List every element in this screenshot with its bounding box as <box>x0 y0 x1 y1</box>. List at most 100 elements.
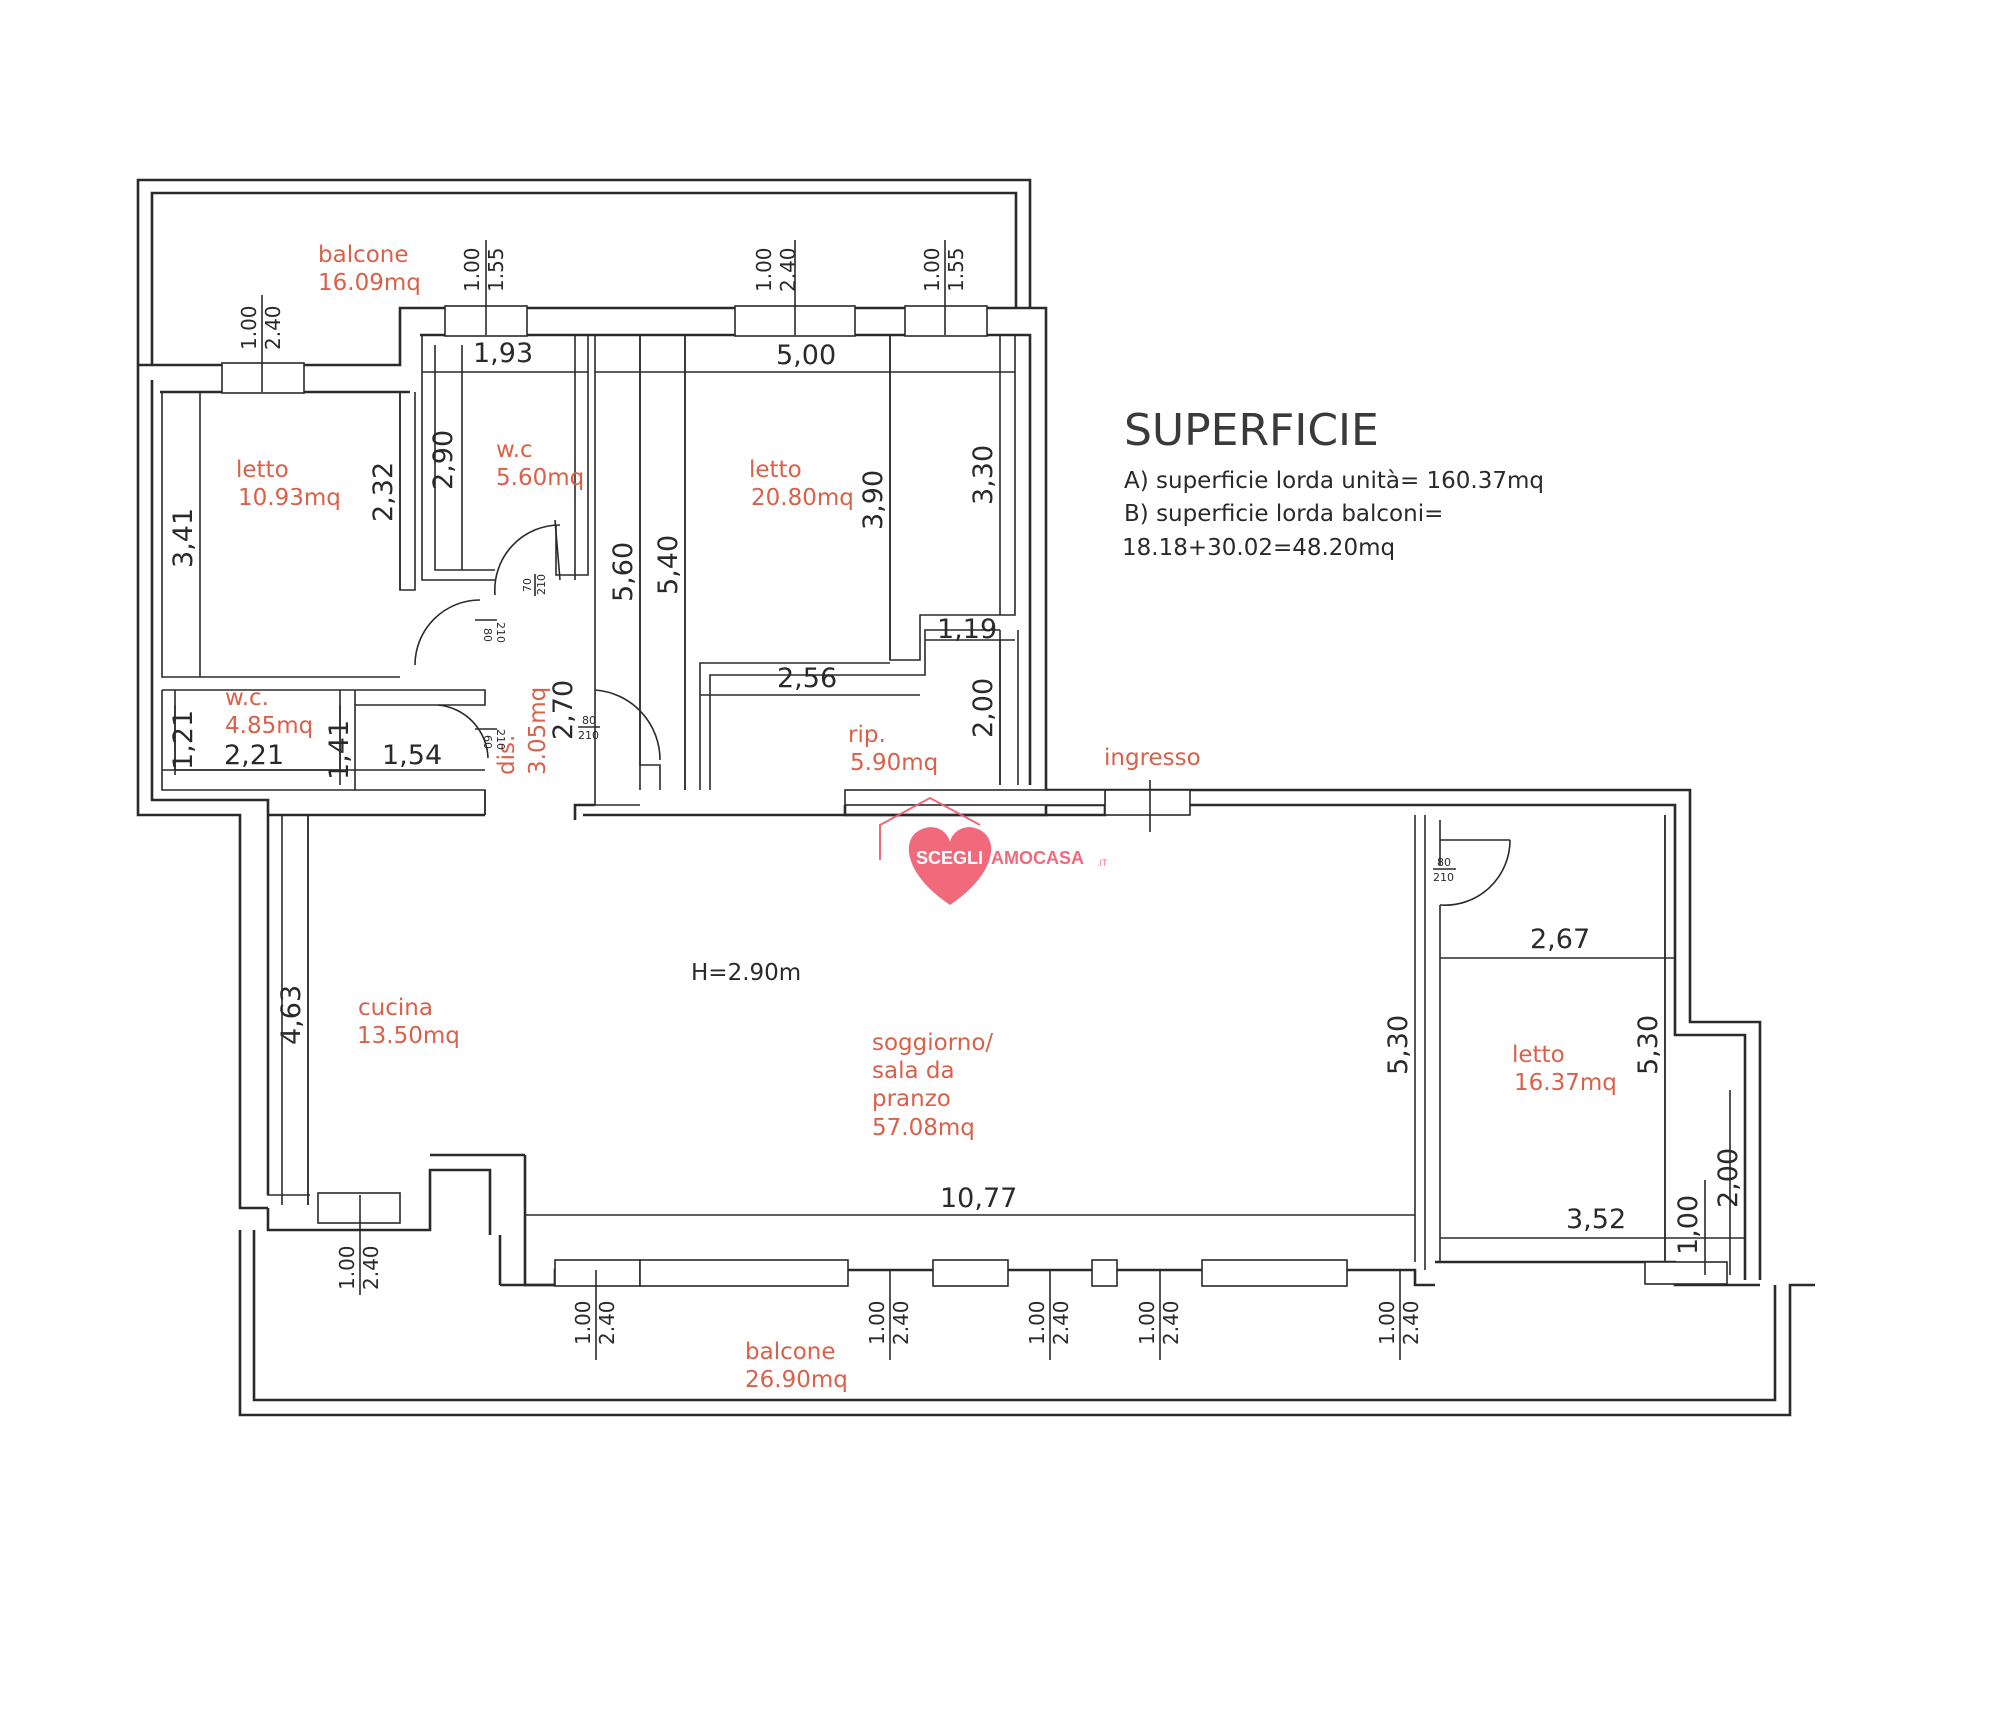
summary-line-b: B) superficie lorda balconi= <box>1124 501 1443 527</box>
balcone-north-area: 16.09mq <box>318 270 421 296</box>
logo-heart-icon <box>908 827 992 905</box>
window-labels: 1.00 1.55 1.00 2.40 1.00 1.55 1.00 2.40 … <box>237 247 1423 1345</box>
dim-2-70: 2,70 <box>548 680 579 740</box>
win9-height: 2.40 <box>1159 1300 1183 1345</box>
corridor-end <box>573 803 595 820</box>
win3-width: 1.00 <box>920 247 944 292</box>
dim-3-90: 3,90 <box>858 470 889 530</box>
door-swing-letto-master <box>594 689 661 761</box>
logo-text-part2: AMOCASA <box>991 848 1084 868</box>
rip-name: rip. <box>848 722 886 748</box>
dim-2-00-rip: 2,00 <box>968 678 999 738</box>
window-ticks <box>261 240 1401 1360</box>
window-letto-west <box>221 362 305 394</box>
rip-inner <box>709 629 1000 790</box>
balcony-north-inner-wall <box>150 191 1018 365</box>
window-living-4 <box>1091 1259 1118 1287</box>
window-living-2 <box>639 1259 849 1287</box>
dis-name: dis. <box>494 735 520 775</box>
logo-house-icon <box>879 796 981 860</box>
door-swing-wc <box>494 524 561 596</box>
summary-block: SUPERFICIE A) superficie lorda unità= 16… <box>1122 405 1544 561</box>
summary-line-a: A) superficie lorda unità= 160.37mq <box>1124 468 1544 494</box>
door-wc-width: 70 <box>521 578 534 592</box>
wc-north-west-wall <box>421 335 495 581</box>
east-outer-wall <box>1046 788 1762 1280</box>
west-outer-wall <box>136 365 268 1210</box>
dim-5-00: 5,00 <box>776 340 836 371</box>
ingresso-name: ingresso <box>1104 745 1201 771</box>
window-living-1 <box>554 1259 641 1287</box>
soggiorno-line3: pranzo <box>872 1086 951 1112</box>
win3-height: 1.55 <box>944 247 968 292</box>
dis-area: 3.05mq <box>525 687 551 775</box>
logo-text-part1: SCEGLI <box>916 848 983 868</box>
door-letto-west-width: 80 <box>481 628 494 642</box>
door-wc-west-height: 210 <box>494 729 507 750</box>
wc-north-area: 5.60mq <box>496 465 584 491</box>
balcony-south-outer <box>238 1230 1815 1417</box>
cucina-west-wall <box>267 815 310 1196</box>
balcony-south-inner <box>252 1230 1777 1402</box>
dim-2-67: 2,67 <box>1530 924 1590 955</box>
door-labels: 70 210 80 210 60 210 80 210 80 210 <box>475 574 1456 884</box>
door-master-width: 80 <box>582 714 596 727</box>
dim-3-30: 3,30 <box>968 445 999 505</box>
window-cucina <box>317 1192 401 1224</box>
walls <box>136 178 1815 1417</box>
wc-north-inner <box>434 345 495 571</box>
window-openings <box>221 305 1728 1287</box>
win6-height: 2.40 <box>595 1300 619 1345</box>
dim-5-60: 5,60 <box>608 542 639 602</box>
dim-1-41: 1,41 <box>324 720 355 780</box>
letto-west-inner <box>161 392 400 678</box>
win6-width: 1.00 <box>571 1300 595 1345</box>
dim-5-40: 5,40 <box>653 535 684 595</box>
win5-height: 2.40 <box>359 1245 383 1290</box>
living-south-step <box>523 1155 555 1287</box>
window-living-3 <box>932 1259 1009 1287</box>
dim-1-54: 1,54 <box>382 740 442 771</box>
balcone-north-name: balcone <box>318 242 409 268</box>
dimension-labels: 1,93 5,00 2,90 2,32 3,41 5,60 5,40 3,90 … <box>168 338 1744 1255</box>
win7-height: 2.40 <box>889 1300 913 1345</box>
window-letto-east <box>1644 1261 1728 1285</box>
cucina-name: cucina <box>358 995 433 1021</box>
balcone-south-area: 26.90mq <box>745 1367 848 1393</box>
letto-east-name: letto <box>1512 1042 1565 1068</box>
soggiorno-area: 57.08mq <box>872 1115 975 1141</box>
letto-master-name: letto <box>749 457 802 483</box>
dim-4-63: 4,63 <box>276 985 307 1045</box>
cucina-area: 13.50mq <box>357 1023 460 1049</box>
win9-width: 1.00 <box>1135 1300 1159 1345</box>
rip-north-wall <box>699 662 890 790</box>
dim-5-30-living: 5,30 <box>1383 1015 1414 1075</box>
logo-watermark: SCEGLI AMOCASA .IT <box>879 796 1108 905</box>
living-north-opening <box>844 789 1106 806</box>
dim-2-32: 2,32 <box>368 462 399 522</box>
rip-area: 5.90mq <box>850 750 938 776</box>
door-master-height: 210 <box>578 729 599 742</box>
living-north-wall-b <box>843 805 1107 817</box>
door-swing-letto-west <box>414 599 481 666</box>
window-letto-master-2 <box>904 305 988 337</box>
room-labels: balcone 16.09mq letto 10.93mq w.c 5.60mq… <box>225 242 1617 1393</box>
dim-1-21: 1,21 <box>168 710 199 770</box>
door-swing-wc-west <box>437 704 489 759</box>
dim-10-77: 10,77 <box>940 1183 1017 1214</box>
letto-master-area: 20.80mq <box>751 485 854 511</box>
dim-3-41: 3,41 <box>168 508 199 568</box>
dimension-lines <box>162 335 1746 1275</box>
dim-3-52: 3,52 <box>1566 1204 1626 1235</box>
door-ingresso <box>1104 789 1191 816</box>
win10-width: 1.00 <box>1375 1300 1399 1345</box>
ceiling-height: H=2.90m <box>691 960 801 986</box>
letto-west-east-wall <box>399 392 416 591</box>
soggiorno-line1: soggiorno/ <box>872 1030 993 1056</box>
window-living-5 <box>1201 1259 1348 1287</box>
dim-1-00-east: 1,00 <box>1673 1195 1704 1255</box>
win8-height: 2.40 <box>1049 1300 1073 1345</box>
dim-2-21: 2,21 <box>224 740 284 771</box>
door-east-width: 80 <box>1437 856 1451 869</box>
dim-2-56: 2,56 <box>777 663 837 694</box>
